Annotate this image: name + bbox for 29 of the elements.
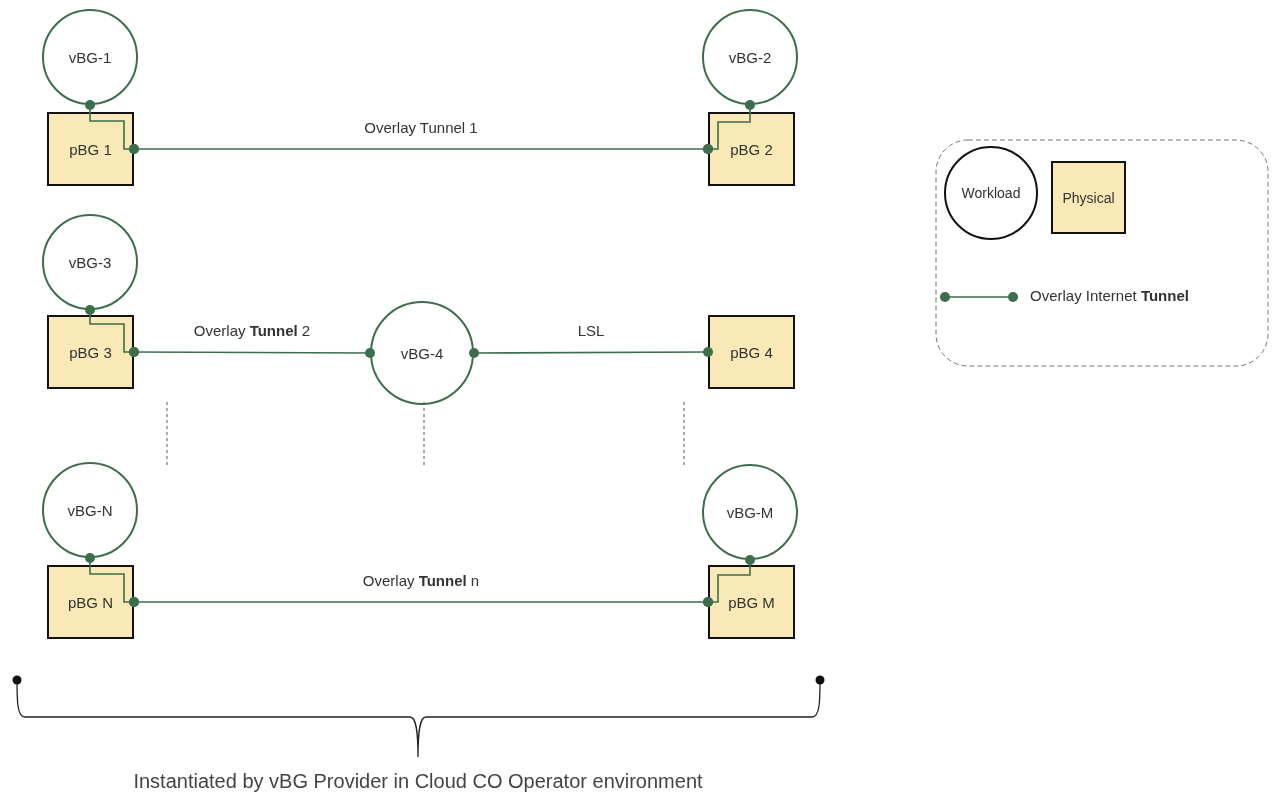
tunnel-line <box>703 555 755 607</box>
physical-box <box>47 315 134 389</box>
physical-box <box>708 112 795 186</box>
legend-label: Overlay Internet Tunnel <box>1030 287 1189 304</box>
legend-label: Physical <box>1062 189 1115 206</box>
node-label: vBG-N <box>67 501 113 519</box>
physical-box <box>47 565 134 639</box>
edge-label: Overlay Tunnel 1 <box>362 119 480 136</box>
node-label: pBG N <box>68 593 113 611</box>
node-label: pBG 4 <box>730 343 773 361</box>
node-label: vBG-2 <box>728 48 772 66</box>
node-label: vBG-M <box>726 503 774 521</box>
physical-box <box>708 565 795 639</box>
node-label: pBG 2 <box>730 140 773 158</box>
tunnel-line <box>469 347 713 358</box>
node-label: pBG 3 <box>69 343 112 361</box>
physical-box <box>47 112 134 186</box>
node-label: vBG-3 <box>68 253 112 271</box>
node-label: pBG 1 <box>69 140 112 158</box>
tunnel-line <box>703 100 755 154</box>
node-label: vBG-1 <box>68 48 112 66</box>
brace-caption: Instantiated by vBG Provider in Cloud CO Operator environment <box>133 770 703 793</box>
tunnel-line <box>129 347 375 358</box>
edge-label: Overlay Tunnel n <box>360 572 482 589</box>
legend-label: Workload <box>961 185 1021 201</box>
physical-box <box>708 315 795 389</box>
node-label: vBG-4 <box>400 344 444 362</box>
edge-label: Overlay Tunnel 2 <box>191 322 313 339</box>
node-label: pBG M <box>728 593 775 611</box>
